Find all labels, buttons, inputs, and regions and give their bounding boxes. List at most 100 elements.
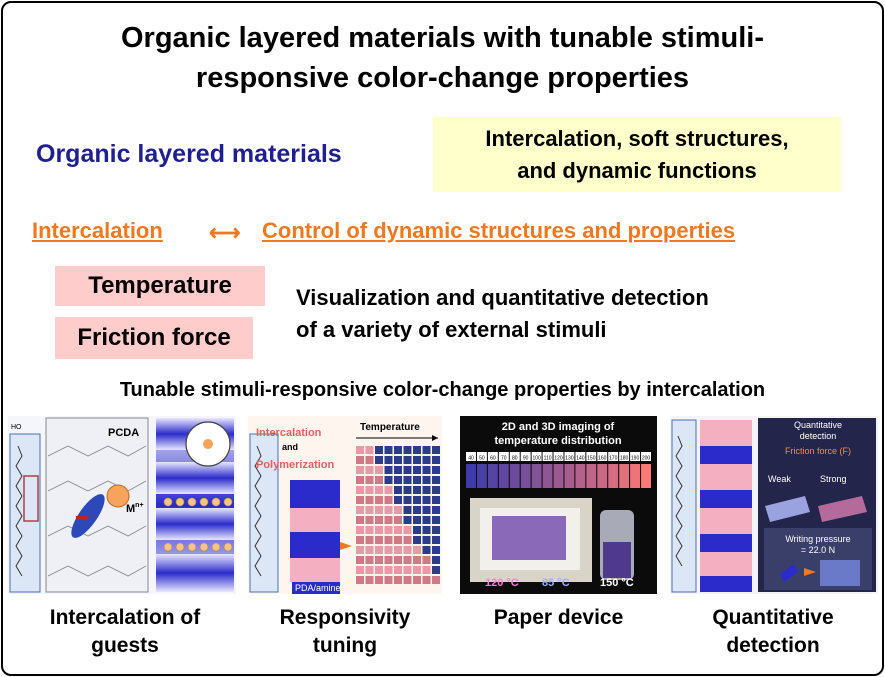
swatch xyxy=(356,536,364,544)
strip-label-bg xyxy=(476,452,487,461)
paper-device-illustration: 2D and 3D imaging of temperature distrib… xyxy=(460,416,657,594)
caption-intercalation: Intercalation of guests xyxy=(20,604,230,660)
ion-label: Mn+ xyxy=(126,502,144,515)
swatch xyxy=(394,526,402,534)
swatch xyxy=(403,496,412,504)
strip-label-bg xyxy=(619,452,630,461)
swatch xyxy=(356,556,364,564)
swatch xyxy=(356,496,364,504)
strip-swatch xyxy=(575,464,586,488)
swatch xyxy=(375,576,383,584)
strip-label: 70 xyxy=(501,456,507,462)
strip-swatch xyxy=(531,464,542,488)
swatch xyxy=(403,516,412,524)
swatch xyxy=(432,546,440,554)
caption-paper-device: Paper device xyxy=(460,604,657,632)
quant-heading-2: detection xyxy=(800,431,837,441)
stimulus-friction-force: Friction force xyxy=(55,317,253,359)
swatch xyxy=(394,466,402,474)
strip-swatch xyxy=(520,464,531,488)
swatch xyxy=(422,526,431,534)
strip-label-bg xyxy=(641,452,651,461)
swatch xyxy=(365,576,374,584)
swatch xyxy=(394,566,402,574)
panel-intercalation: HO PCDA Mn+ xyxy=(8,416,236,594)
swatch xyxy=(432,456,440,464)
swatch xyxy=(365,566,374,574)
title-line-1: Organic layered materials with tunable s… xyxy=(120,22,764,54)
strip-label: 190 xyxy=(631,456,640,462)
swatch xyxy=(384,516,393,524)
swatch xyxy=(384,486,393,494)
swatch xyxy=(394,446,402,454)
paper-sample xyxy=(492,516,566,560)
swatch xyxy=(365,516,374,524)
arrow-icon-right xyxy=(804,568,816,576)
swatch xyxy=(365,536,374,544)
temp-150-label: 150 °C xyxy=(600,577,634,589)
swatch xyxy=(375,536,383,544)
swatch xyxy=(413,486,421,494)
swatch xyxy=(403,536,412,544)
swatch xyxy=(384,466,393,474)
swatch xyxy=(413,456,421,464)
strip-label: 100 xyxy=(532,456,541,462)
swatch xyxy=(422,476,431,484)
caption-responsivity-line-2: tuning xyxy=(312,634,378,657)
swatch xyxy=(422,536,431,544)
swatch xyxy=(413,516,421,524)
strip-label-bg xyxy=(630,452,641,461)
swatch xyxy=(413,536,421,544)
swatch xyxy=(356,516,364,524)
strip-label: 140 xyxy=(576,456,585,462)
swatch xyxy=(422,446,431,454)
swatch xyxy=(384,576,393,584)
quant-heading-1: Quantitative xyxy=(794,420,842,430)
caption-responsivity: Responsivity tuning xyxy=(245,604,445,660)
swatch xyxy=(384,476,393,484)
strip-label: 80 xyxy=(512,456,518,462)
swatch xyxy=(432,536,440,544)
panel-responsivity: PDA/amine Intercalation and Polymerizati… xyxy=(248,416,442,594)
swatch xyxy=(365,506,374,514)
swatch xyxy=(384,526,393,534)
strip-swatch xyxy=(630,464,641,488)
paper-heading-1: 2D and 3D imaging of xyxy=(502,421,615,433)
polymerization-label: Polymerization xyxy=(256,459,335,471)
strip-label-bg xyxy=(498,452,509,461)
swatch xyxy=(356,466,364,474)
swatch xyxy=(356,546,364,554)
swatch xyxy=(413,566,421,574)
caption-paper-device-line-1: Paper device xyxy=(493,606,624,629)
swatch xyxy=(365,526,374,534)
writing-pressure-label: Writing pressure xyxy=(785,534,850,544)
swatch xyxy=(413,466,421,474)
strip-label: 40 xyxy=(468,456,474,462)
swatch xyxy=(375,486,383,494)
strip-label: 200 xyxy=(642,456,651,462)
swatch xyxy=(375,496,383,504)
swatch xyxy=(375,546,383,554)
swatch xyxy=(394,496,402,504)
strip-label-bg xyxy=(520,452,531,461)
swatch xyxy=(394,546,402,554)
swatch xyxy=(375,476,383,484)
swatch xyxy=(365,476,374,484)
responsivity-illustration: PDA/amine Intercalation and Polymerizati… xyxy=(248,416,442,594)
strip-label-bg xyxy=(466,452,476,461)
swatch xyxy=(403,486,412,494)
strip-label: 160 xyxy=(598,456,607,462)
swatch xyxy=(356,576,364,584)
strip-label-bg xyxy=(509,452,520,461)
caption-intercalation-line-2: guests xyxy=(91,634,159,657)
swatch xyxy=(365,546,374,554)
highlight-box-small xyxy=(23,475,39,522)
swatch xyxy=(356,456,364,464)
swatch xyxy=(432,576,440,584)
swatch xyxy=(394,576,402,584)
pcda-label: PCDA xyxy=(108,427,139,439)
strip-label-bg xyxy=(608,452,619,461)
swatch xyxy=(394,456,402,464)
swatch xyxy=(432,526,440,534)
swatch xyxy=(365,486,374,494)
